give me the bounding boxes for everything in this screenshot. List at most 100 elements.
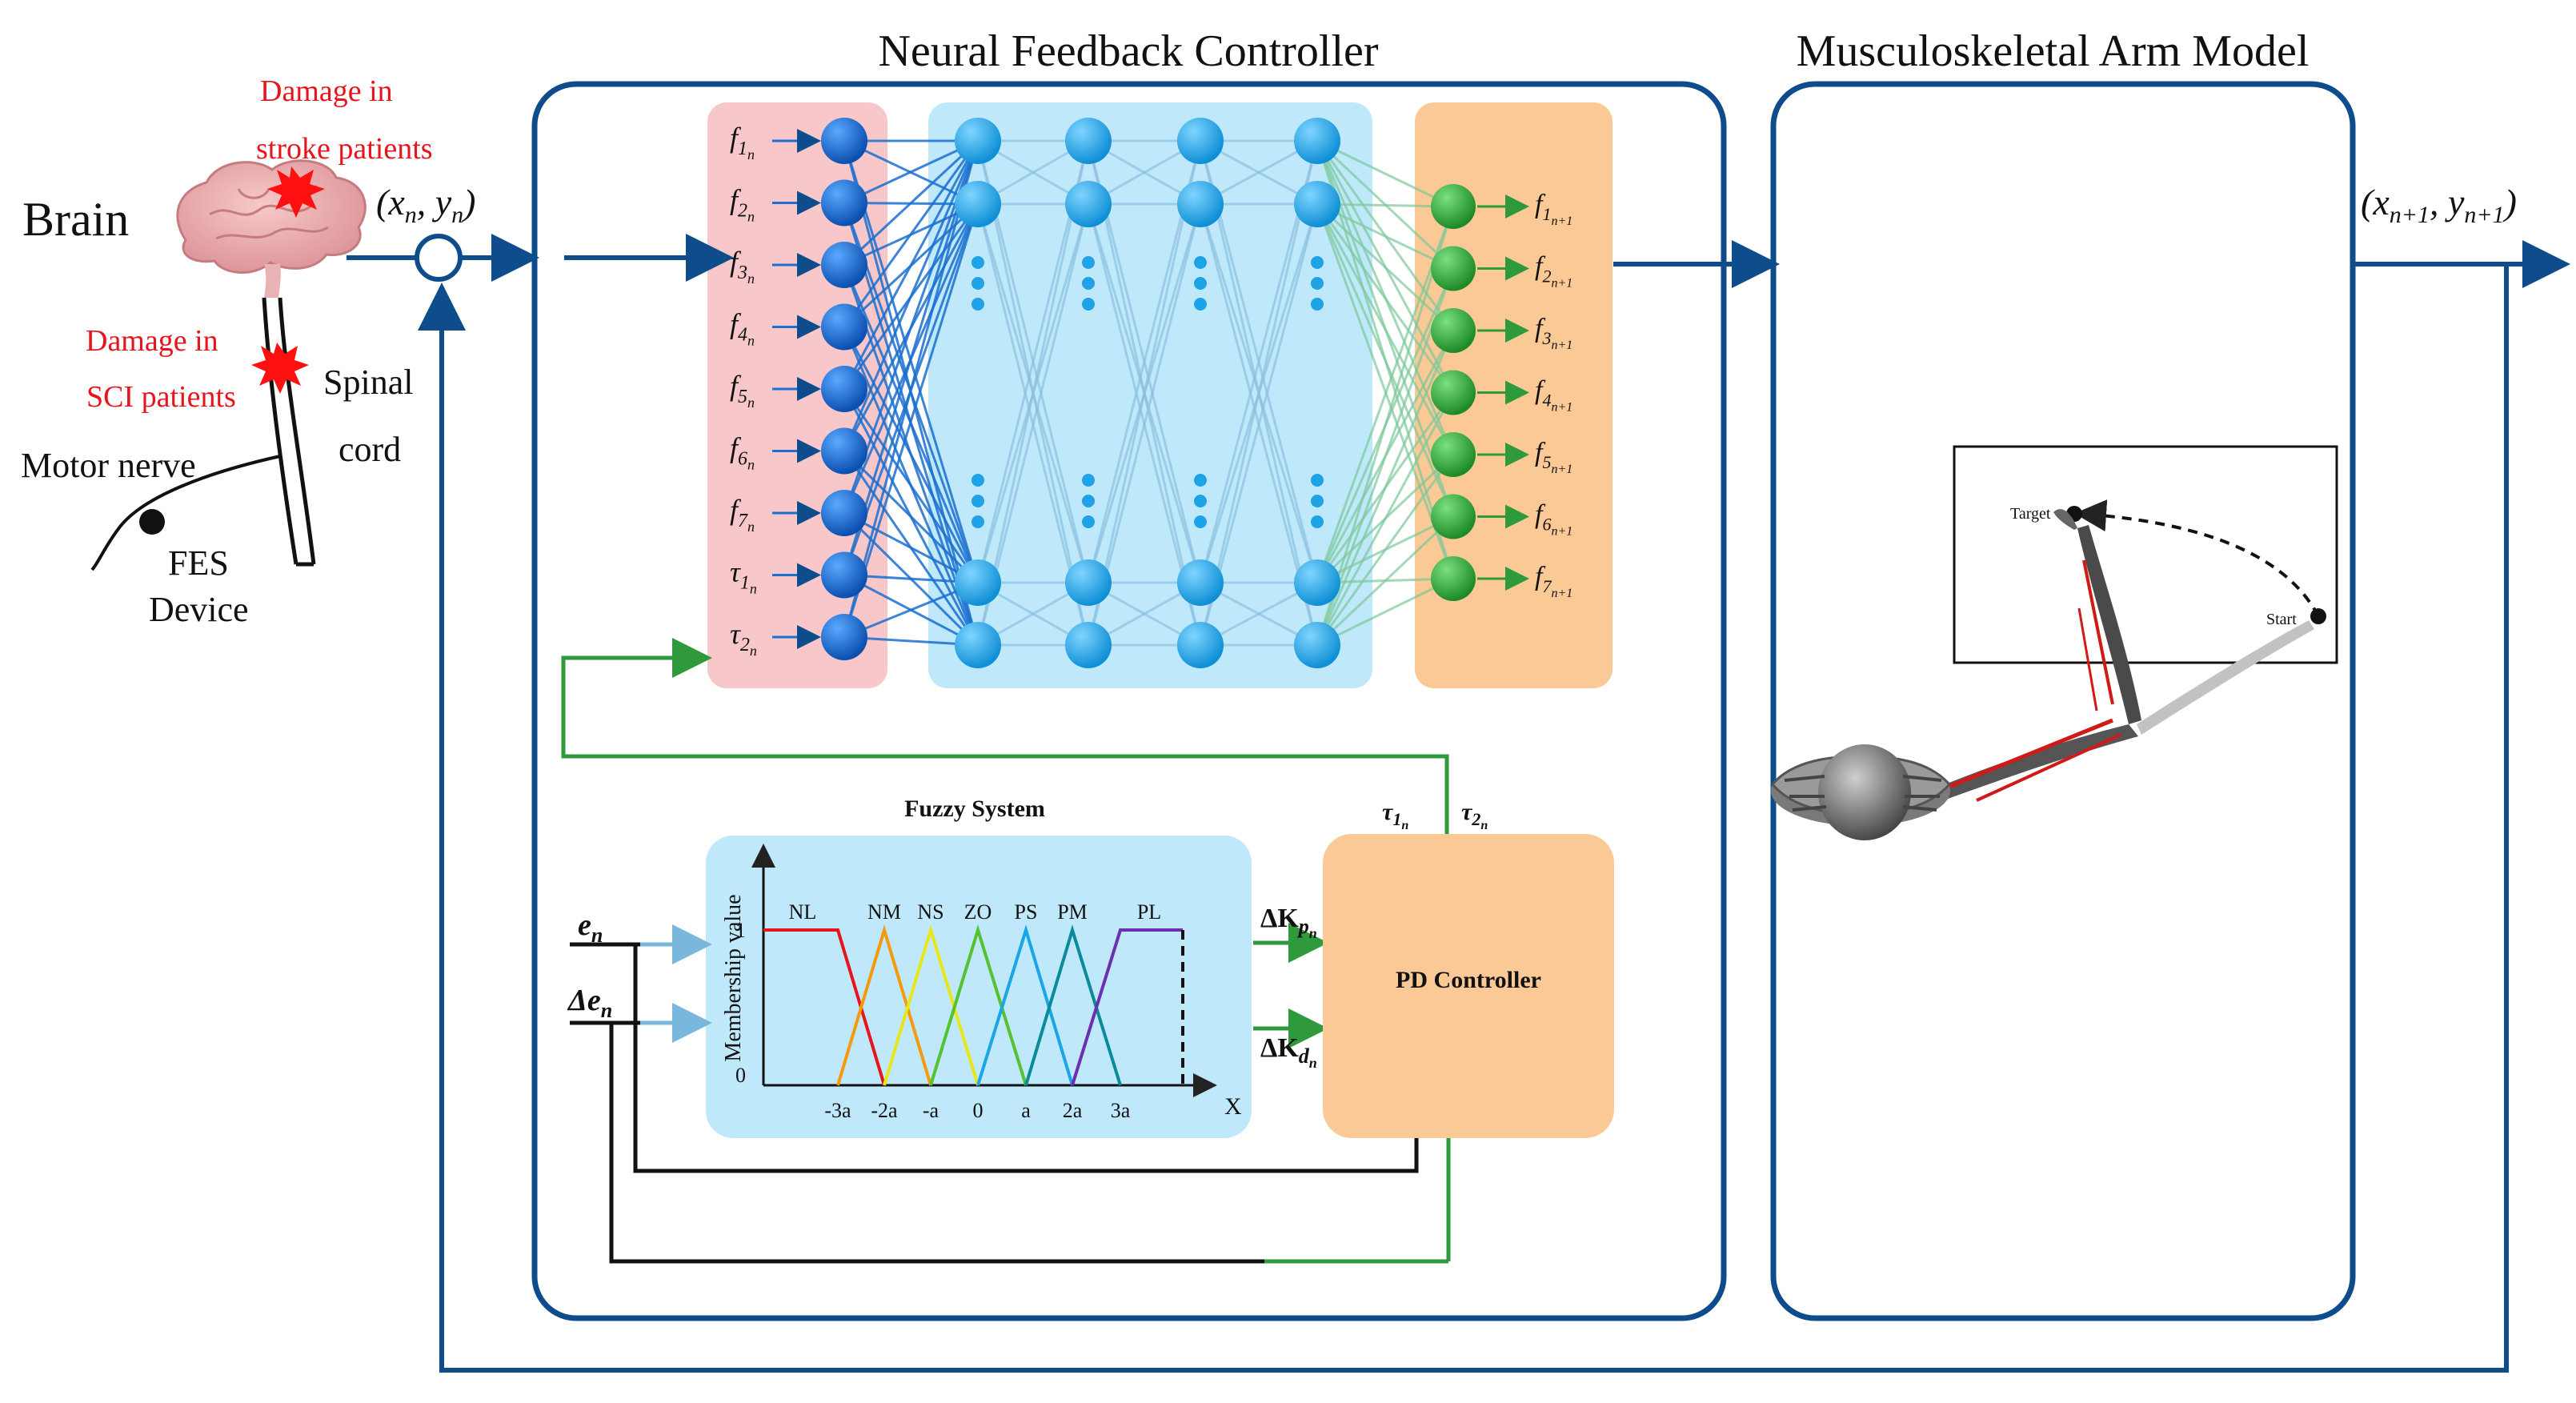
- input-node: [821, 242, 867, 288]
- e-branch-line: [633, 944, 1419, 1173]
- input-node: [821, 303, 867, 351]
- fuzzy-set-label: ZO: [964, 900, 992, 924]
- network-link: [1316, 203, 1455, 518]
- fuzzy-tick-label: 0: [973, 1099, 984, 1122]
- kp-label: ΔKpn: [1260, 904, 1317, 941]
- hidden-node: [1294, 118, 1340, 164]
- motor-nerve: [90, 455, 281, 571]
- brain-label: Brain: [22, 193, 129, 246]
- ellipsis-dot: [1082, 495, 1095, 507]
- fuzzy-set-label: PS: [1015, 900, 1038, 924]
- arm-model-title: Musculoskeletal Arm Model: [1797, 26, 2310, 76]
- input-node: [821, 551, 867, 599]
- motor-nerve-label: Motor nerve: [21, 446, 196, 485]
- tau2-label: τ2n: [1461, 799, 1488, 832]
- damage-stroke-line2: stroke patients: [256, 132, 433, 166]
- fuzzy-y-tick: 1: [735, 919, 746, 942]
- damage-star-spinal-icon: [251, 343, 309, 394]
- network-link: [843, 140, 980, 328]
- network-link: [843, 140, 980, 575]
- head-top-view-icon: [1771, 744, 1951, 840]
- ellipsis-dot: [1311, 495, 1324, 507]
- network-nodes: [821, 118, 1476, 668]
- network-link: [1316, 515, 1455, 647]
- target-label: Target: [2010, 505, 2051, 523]
- network-link: [843, 140, 980, 452]
- fuzzy-panel: [706, 836, 1252, 1138]
- network-link: [1316, 202, 1455, 332]
- fuzzy-tick-label: 3a: [1111, 1099, 1131, 1122]
- input-node: [821, 366, 867, 412]
- hidden-node: [1065, 181, 1112, 227]
- output-label: f6n+1: [1535, 500, 1572, 539]
- ellipsis-dot: [1082, 474, 1095, 487]
- network-link: [1087, 140, 1202, 646]
- network-link: [1199, 140, 1319, 646]
- fuzzy-title: Fuzzy System: [904, 796, 1045, 822]
- fuzzy-set-label: NS: [917, 900, 943, 924]
- fuzzy-tick-label: 2a: [1063, 1099, 1083, 1122]
- hidden-layer-panel: [928, 102, 1372, 688]
- brain-icon: [176, 159, 367, 274]
- hidden-node: [1065, 559, 1112, 606]
- fuzzy-tick-label: -a: [923, 1099, 939, 1122]
- ellipsis-dot: [1311, 515, 1324, 528]
- network-link: [1316, 203, 1455, 455]
- network-link: [843, 511, 979, 584]
- head-icon: [1818, 744, 1911, 840]
- hidden-node: [1177, 181, 1224, 227]
- network-link: [976, 140, 1090, 646]
- output-node: [1431, 432, 1476, 477]
- output-node: [1431, 556, 1476, 601]
- network-link: [843, 581, 979, 639]
- fuzzy-set-label: NM: [867, 900, 901, 924]
- damage-sci-line2: SCI patients: [86, 380, 236, 414]
- network-link: [843, 140, 980, 390]
- hidden-node: [1177, 559, 1224, 606]
- ellipsis-dot: [1082, 256, 1095, 269]
- input-signal-label: (xn, yn): [376, 182, 476, 228]
- spinal-cord: [262, 297, 298, 565]
- body-illustration: [90, 159, 367, 571]
- output-node: [1431, 184, 1476, 229]
- output-signal-label: (xn+1, yn+1): [2361, 182, 2517, 228]
- membership-function: [976, 924, 1074, 1086]
- fuzzy-tick-label: a: [1021, 1099, 1031, 1122]
- network-link: [843, 140, 980, 638]
- ellipsis-dot: [972, 256, 984, 269]
- ellipsis-dot: [1194, 474, 1207, 487]
- spinal-label-line2: cord: [339, 430, 401, 469]
- fuzzy-y-axis-label: Membership value: [721, 894, 746, 1061]
- network-link: [1316, 202, 1454, 270]
- membership-function: [1024, 924, 1122, 1086]
- hidden-node: [1065, 118, 1112, 164]
- fes-label-line1: FES: [168, 543, 229, 583]
- output-node: [1431, 246, 1476, 291]
- hidden-node: [1177, 118, 1224, 164]
- input-node: [821, 614, 867, 660]
- ellipsis-dot: [972, 474, 984, 487]
- damage-stroke-line1: Damage in: [260, 74, 393, 108]
- hidden-node: [1294, 622, 1340, 668]
- fuzzy-input-e-label: en: [578, 908, 603, 947]
- input-node: [821, 490, 867, 536]
- network-link: [1316, 454, 1455, 646]
- input-label: τ1n: [730, 556, 757, 597]
- start-marker: [2310, 608, 2326, 624]
- fes-label-line2: Device: [149, 590, 249, 629]
- network-link: [843, 450, 980, 584]
- damage-sci-line1: Damage in: [86, 324, 218, 358]
- hidden-node: [955, 559, 1001, 606]
- damage-star-brain-icon: [267, 166, 325, 218]
- trajectory-path: [2074, 499, 2320, 617]
- ellipsis-dot: [1082, 277, 1095, 290]
- network-link: [1316, 577, 1454, 647]
- hidden-node: [1294, 181, 1340, 227]
- hidden-node: [1294, 559, 1340, 606]
- network-link: [1316, 203, 1455, 394]
- ellipsis-dot: [1194, 256, 1207, 269]
- fes-electrode-icon: [139, 509, 165, 535]
- membership-function: [1071, 928, 1183, 1086]
- ellipsis-dot: [972, 277, 984, 290]
